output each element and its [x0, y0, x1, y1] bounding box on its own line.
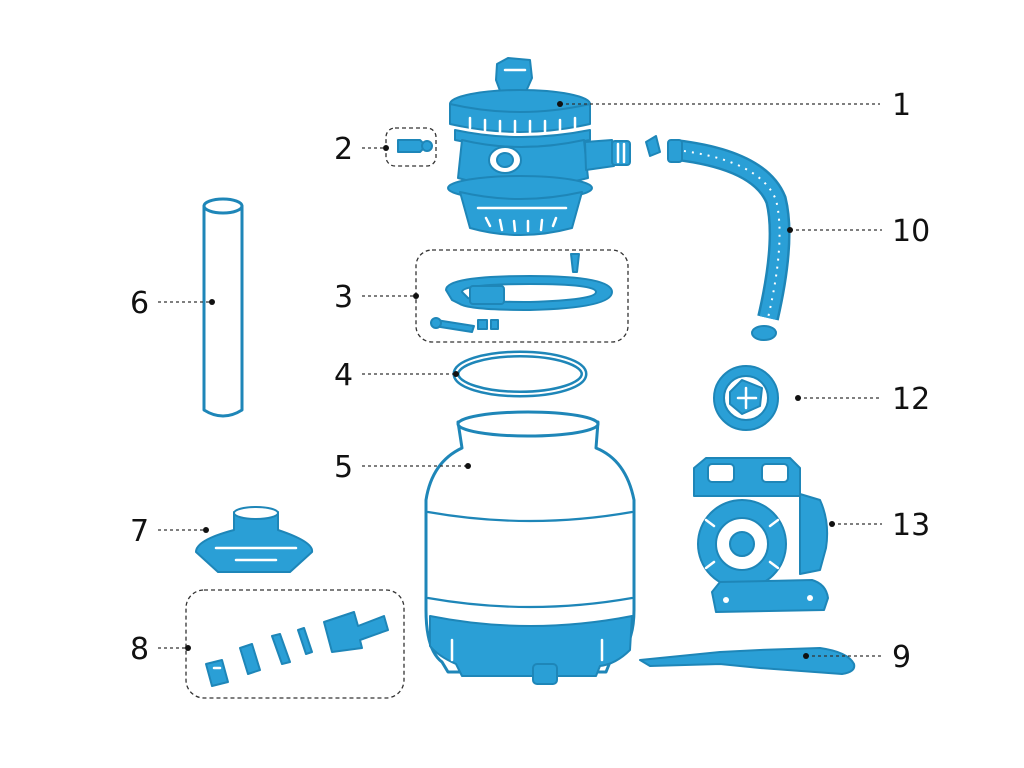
callout-8: 8	[130, 632, 149, 667]
callout-10: 10	[892, 214, 930, 249]
part-8-fittings-kit	[185, 589, 405, 699]
callout-13: 13	[892, 508, 930, 543]
callout-2: 2	[334, 132, 353, 167]
callout-7: 7	[130, 514, 149, 549]
callout-5: 5	[334, 450, 353, 485]
part-12-strainer-basket	[713, 365, 779, 431]
callout-labels: 1 2 3 4 5 6 7 8 9 10 12 13	[130, 88, 930, 675]
callout-3: 3	[334, 280, 353, 315]
part-10-hose	[645, 135, 791, 341]
callout-12: 12	[892, 382, 930, 417]
callout-9: 9	[892, 640, 911, 675]
part-2-drain-plug	[385, 127, 437, 167]
callout-6: 6	[130, 286, 149, 321]
part-13-pump	[693, 457, 829, 613]
part-7-diffuser	[195, 506, 314, 573]
leader-lines	[158, 101, 882, 659]
part-5-tank	[424, 410, 636, 685]
callout-1: 1	[892, 88, 911, 123]
part-4-o-ring	[452, 350, 588, 398]
part-9-base-plate	[639, 647, 856, 675]
part-3-clamp-set	[415, 249, 629, 343]
part-1-multiport-valve	[447, 57, 631, 236]
callout-4: 4	[334, 358, 353, 393]
part-6-center-pipe	[202, 197, 244, 418]
